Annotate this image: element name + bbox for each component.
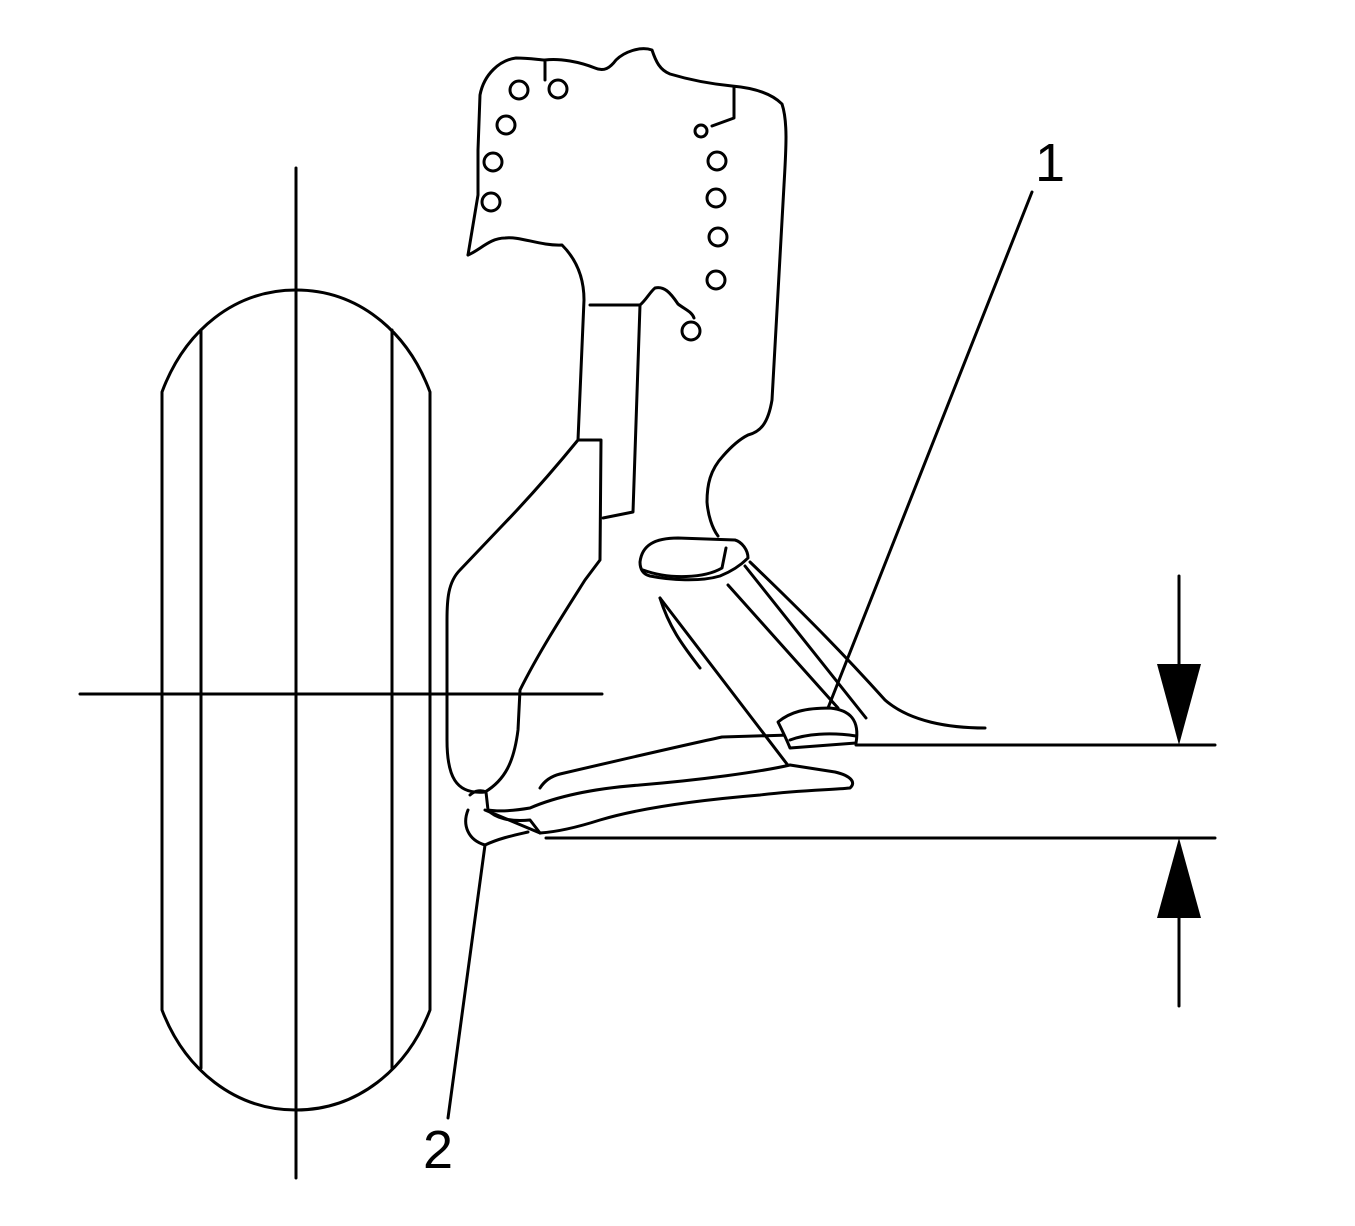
knuckle-top-line [710,86,736,128]
control-arm-top-edge [538,733,792,790]
strut-rod-outer-curve [658,596,702,670]
tire-outline [160,288,432,1112]
lower-control-arm [464,733,855,847]
knuckle-spindle [588,303,642,520]
callout-1-label: 1 [1035,133,1065,193]
callout-1-leader [826,190,1034,710]
callout-1: 1 [826,133,1065,710]
callout-2-label: 2 [423,1120,453,1180]
control-arm-lower-edge [468,763,792,813]
bolt-hole [693,123,709,139]
knuckle-outline [445,236,603,794]
upper-arrowhead [1157,664,1201,745]
bolt-hole [705,187,727,209]
callout-2-leader [446,843,487,1120]
knuckle-arm-hole [680,320,702,342]
strut-rod-sweep [748,560,987,730]
bolt-hole [547,78,569,100]
lower-arrowhead [1157,838,1201,918]
bolt-hole [508,79,530,101]
strut-bushing-seam [641,546,728,578]
strut-rod-lower-edge [726,583,840,710]
control-arm-seam [483,808,542,835]
steering-knuckle [445,47,788,794]
control-arm-bushing-seam [788,732,858,742]
callout-2: 2 [423,843,487,1180]
bolt-hole [707,226,729,248]
bolt-hole [480,191,502,213]
knuckle-upper-outline [466,47,788,538]
bolt-hole [705,269,727,291]
strut-rod [638,536,987,770]
bolt-hole [495,114,517,136]
measurement-dimension [544,574,1217,1008]
strut-rod-outer-line [658,596,792,770]
tire [78,166,604,1180]
control-arm-end-blade [539,763,855,835]
strut-rod-upper-edge [743,564,868,720]
knuckle-arm [638,286,696,320]
bolt-hole [706,150,728,172]
control-arm-bushing [776,706,859,750]
bolt-hole [482,151,504,173]
bolt-holes [480,78,729,291]
